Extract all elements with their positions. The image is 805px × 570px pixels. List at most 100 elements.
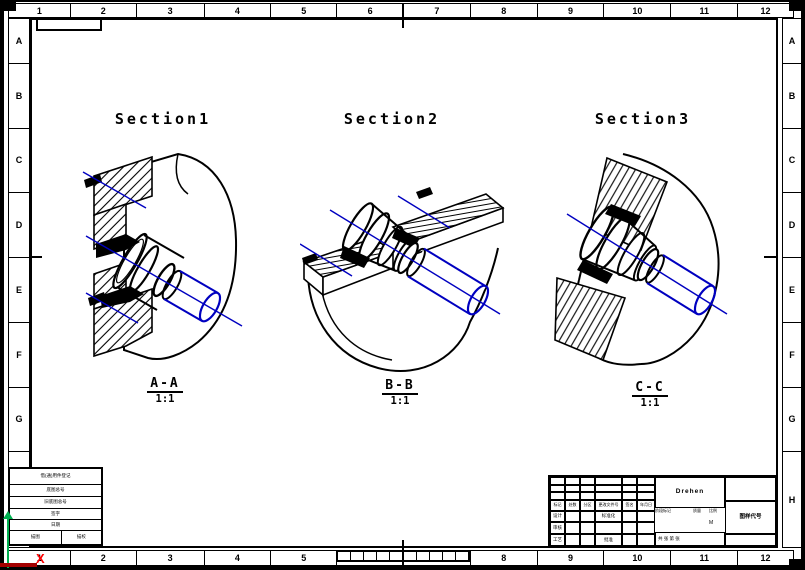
signature-cell	[565, 510, 580, 523]
signature-cell	[580, 510, 595, 523]
scale-cell	[389, 552, 402, 560]
grid-label-cell: 12	[737, 551, 793, 565]
revision-table	[550, 477, 655, 500]
scale-cell	[428, 552, 442, 560]
signature-label: 设计	[550, 510, 565, 523]
grid-label-cell: G	[9, 386, 29, 452]
stage-value-cell: M	[709, 520, 714, 526]
aux-cell: 描校	[76, 534, 86, 540]
signature-cell	[580, 522, 595, 535]
grid-label-cell: F	[9, 321, 29, 387]
grid-label-cell: B	[783, 62, 801, 128]
empty-cell	[725, 534, 776, 546]
cut-scale: 1:1	[640, 397, 660, 410]
signature-cell	[637, 522, 655, 535]
signature-label	[595, 522, 622, 535]
grid-label-cell: E	[783, 257, 801, 322]
revision-cell	[637, 477, 655, 485]
stage-label: 比例	[709, 508, 717, 513]
title-block: 标记处数分区更改文件号签名年月日 设计标准化审核工艺批准 Drehen 阶段标记…	[548, 475, 778, 548]
stage-value-cell	[679, 520, 687, 532]
revision-cell	[595, 477, 622, 485]
cut-name: B-B	[382, 378, 418, 396]
revision-label: 更改文件号	[595, 499, 622, 511]
revision-cell	[595, 492, 622, 500]
signature-cell	[622, 534, 637, 546]
grid-label-cell: 4	[203, 4, 271, 17]
stage-label-row: 阶段标记 质量 比例	[655, 508, 725, 520]
revision-cell	[565, 477, 580, 485]
aux-row: 借(通)用件登记	[10, 469, 101, 485]
aux-panel: 借(通)用件登记底图总号旧底图总号签字日期描图描校	[8, 467, 103, 546]
trim-mark	[0, 0, 16, 11]
revision-cell	[622, 492, 637, 500]
grid-label-cell: 9	[536, 4, 604, 17]
cut-scale: 1:1	[390, 395, 410, 408]
scale-cell	[415, 552, 429, 560]
cut-name: A-A	[147, 376, 183, 394]
signature-label: 审核	[550, 522, 565, 535]
stage-label: 质量	[693, 508, 701, 513]
signature-label: 批准	[595, 534, 622, 546]
grid-label-cell: A	[788, 35, 796, 46]
stage-value-row: M	[655, 520, 725, 532]
revision-cell	[565, 492, 580, 500]
revision-cell	[550, 484, 565, 492]
section1-cut-label: A-A 1:1	[85, 372, 245, 406]
stage-value-cell	[671, 520, 679, 532]
grid-label-cell: 9	[536, 551, 604, 565]
revision-cell	[622, 477, 637, 485]
grid-label-cell: 1	[36, 553, 42, 563]
grid-label-cell	[9, 451, 29, 547]
section2-view-svg	[300, 187, 505, 372]
section2-cut-label: B-B 1:1	[320, 374, 480, 408]
grid-label-cell: 10	[603, 551, 670, 565]
grid-label-cell: 3	[135, 551, 204, 565]
grid-label-cell: D	[783, 192, 801, 257]
grid-label-cell: 3	[135, 4, 204, 17]
trim-mark	[789, 559, 805, 570]
aux-cell: 描图	[10, 531, 62, 544]
revision-label: 签名	[622, 499, 637, 511]
section3-view-svg	[554, 153, 728, 366]
section3-title: Section3	[594, 110, 692, 128]
signature-cell	[565, 534, 580, 546]
revision-label: 分区	[580, 499, 595, 511]
drawing-frame	[30, 18, 778, 548]
ucs-y-axis	[7, 518, 9, 568]
scale-cell	[363, 552, 376, 560]
stage-value-cell	[655, 520, 663, 532]
stage-label: 阶段标记	[655, 508, 671, 513]
section3-cut-label: C-C 1:1	[570, 376, 730, 410]
part-name-cell: Drehen	[655, 477, 725, 508]
grid-label-cell: 10	[603, 4, 670, 17]
revision-cell	[637, 484, 655, 492]
revision-cell	[550, 477, 565, 485]
grid-label-cell: 7	[402, 4, 470, 17]
grid-label-cell: 11	[670, 4, 737, 17]
cut-scale: 1:1	[155, 393, 175, 406]
center-tick-bottom	[402, 540, 404, 566]
grid-label-cell: 8	[469, 551, 537, 565]
signature-label: 工艺	[550, 534, 565, 546]
stage-value-cell	[663, 520, 671, 532]
frame-corner-box	[36, 18, 102, 31]
grid-label-cell: H	[783, 451, 801, 547]
sheet-count-cell: 共 张 第 张	[655, 532, 725, 546]
signature-cell	[622, 510, 637, 523]
revision-cell	[595, 484, 622, 492]
grid-label-cell: 2	[69, 551, 136, 565]
revision-label: 处数	[565, 499, 580, 511]
revision-cell	[565, 484, 580, 492]
scale-cell	[441, 552, 455, 560]
grid-label-cell: C	[9, 127, 29, 193]
company-cell	[725, 477, 776, 501]
ucs-y-arrow	[3, 511, 13, 519]
center-tick-top	[402, 3, 404, 28]
signature-rows: 设计 标准化审核工艺 批准	[550, 510, 655, 547]
signature-label: 标准化	[595, 510, 622, 523]
signature-cell	[622, 522, 637, 535]
revision-cell	[622, 484, 637, 492]
aux-row: 底图总号	[10, 485, 101, 497]
